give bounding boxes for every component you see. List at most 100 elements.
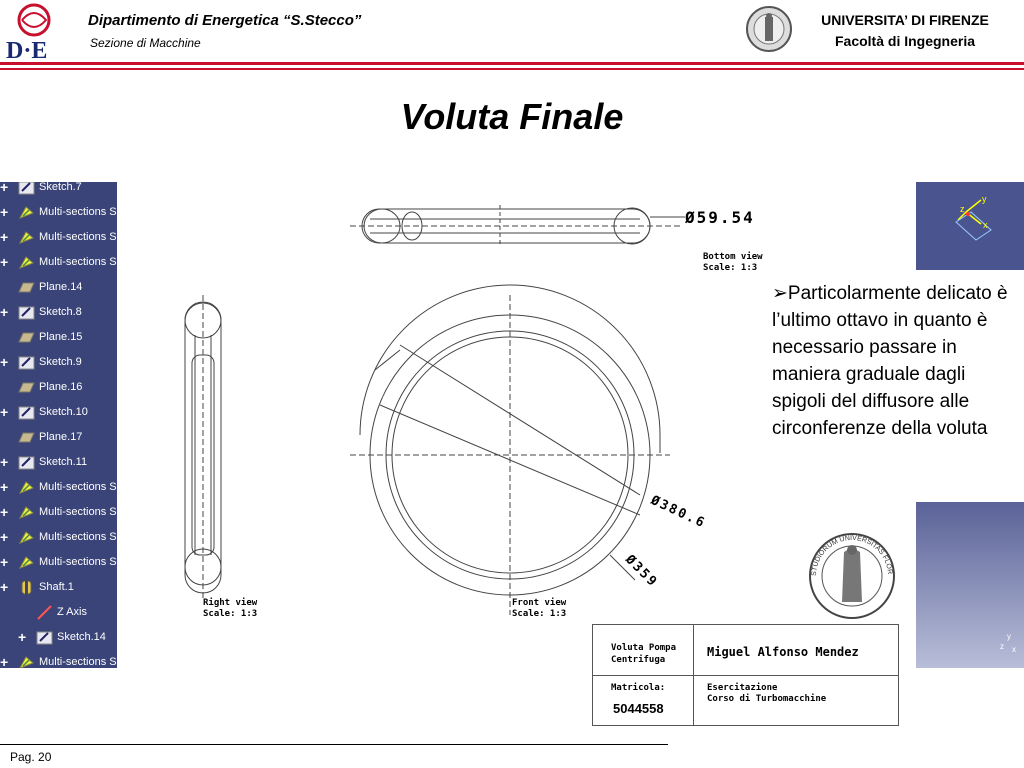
tree-item[interactable]: Plane.14 bbox=[0, 276, 117, 301]
multisection-icon bbox=[18, 204, 35, 221]
tree-item-label: Multi-sections S bbox=[39, 531, 117, 543]
tree-item[interactable]: + Multi-sections S bbox=[0, 226, 117, 251]
tree-item[interactable]: Z Axis bbox=[0, 601, 117, 626]
tree-item-label: Multi-sections S bbox=[39, 506, 117, 518]
expand-icon[interactable]: + bbox=[0, 654, 9, 668]
page-number: Pag. 20 bbox=[10, 750, 52, 764]
tree-item[interactable]: +Multi-sections S bbox=[0, 201, 117, 226]
tree-item[interactable]: + Multi-sections S bbox=[0, 476, 117, 501]
expand-icon[interactable]: + bbox=[0, 479, 9, 495]
expand-icon[interactable]: + bbox=[0, 504, 9, 520]
axis-x-label: x bbox=[983, 220, 988, 230]
tree-item[interactable]: + Sketch.9 bbox=[0, 351, 117, 376]
expand-icon[interactable]: + bbox=[0, 529, 9, 545]
expand-icon[interactable]: + bbox=[0, 204, 9, 220]
tree-item[interactable]: + Shaft.1 bbox=[0, 576, 117, 601]
tree-item[interactable]: + Multi-sections S bbox=[0, 651, 117, 668]
tree-item-label: Sketch.8 bbox=[39, 306, 82, 318]
tree-item[interactable]: Plane.16 bbox=[0, 376, 117, 401]
tree-item-label: Plane.17 bbox=[39, 431, 83, 443]
tree-item[interactable]: + Sketch.11 bbox=[0, 451, 117, 476]
expand-icon[interactable]: + bbox=[0, 182, 9, 195]
logo-text: D·E bbox=[6, 38, 48, 64]
right-view-scale: Scale: 1:3 bbox=[203, 609, 257, 619]
multisection-icon bbox=[18, 229, 35, 246]
expand-icon[interactable]: + bbox=[0, 454, 9, 470]
front-view-label: Front view bbox=[512, 597, 567, 608]
axis-icon bbox=[36, 604, 53, 621]
axis-z-label-bottom: z bbox=[1000, 642, 1004, 651]
tree-item-label: Sketch.9 bbox=[39, 356, 82, 368]
plane-icon bbox=[18, 429, 35, 446]
expand-icon[interactable]: + bbox=[0, 254, 9, 270]
tree-item[interactable]: + Multi-sections S bbox=[0, 551, 117, 576]
department-name: Dipartimento di Energetica “S.Stecco” bbox=[88, 12, 362, 29]
university-name: UNIVERSITA’ DI FIRENZE bbox=[821, 12, 989, 28]
bottom-view bbox=[350, 205, 685, 245]
sketch-icon bbox=[18, 404, 35, 421]
section-name: Sezione di Macchine bbox=[90, 36, 201, 50]
exercise-line-2: Corso di Turbomacchine bbox=[707, 694, 827, 704]
sketch-icon bbox=[36, 629, 53, 646]
tree-item[interactable]: + Multi-sections S bbox=[0, 526, 117, 551]
header-divider-thin bbox=[0, 68, 1024, 70]
title-block: Voluta Pompa Centrifuga Miguel Alfonso M… bbox=[592, 624, 899, 726]
bottom-view-scale: Scale: 1:3 bbox=[703, 263, 757, 273]
tree-item-label: Sketch.10 bbox=[39, 406, 88, 418]
multisection-icon bbox=[18, 529, 35, 546]
tree-item[interactable]: + Multi-sections S bbox=[0, 251, 117, 276]
tree-item[interactable]: + Multi-sections S bbox=[0, 501, 117, 526]
bullet-point: ➢Particolarmente delicato è l’ultimo ott… bbox=[772, 280, 1016, 442]
expand-icon[interactable]: + bbox=[0, 579, 9, 595]
tree-item-label: Multi-sections S bbox=[39, 656, 117, 668]
axis-z-label: z bbox=[960, 204, 965, 214]
right-view bbox=[184, 295, 222, 600]
footer-divider bbox=[0, 744, 668, 745]
part-name-1: Voluta Pompa bbox=[611, 643, 677, 653]
plane-icon bbox=[18, 329, 35, 346]
tree-item[interactable]: Plane.15 bbox=[0, 326, 117, 351]
tree-item-label: Sketch.11 bbox=[39, 456, 88, 468]
tree-item-label: Sketch.14 bbox=[57, 631, 106, 643]
university-seal-large-icon: STUDIORUM UNIVERSITAS FLORENTINA bbox=[803, 527, 898, 620]
expand-icon[interactable]: + bbox=[18, 629, 27, 645]
bottom-view-label: Bottom view bbox=[703, 251, 763, 262]
dim-359: Ø359 bbox=[621, 552, 660, 591]
part-name-2: Centrifuga bbox=[611, 655, 666, 665]
plane-icon bbox=[18, 379, 35, 396]
tree-item[interactable]: + Sketch.14 bbox=[0, 626, 117, 651]
tree-item-label: Multi-sections S bbox=[39, 556, 117, 568]
front-view-scale: Scale: 1:3 bbox=[512, 609, 566, 619]
tree-item-label: Multi-sections S bbox=[39, 481, 117, 493]
tree-item-label: Shaft.1 bbox=[39, 581, 74, 593]
tree-item-label: Multi-sections S bbox=[39, 231, 117, 243]
tree-item-label: Multi-sections S bbox=[39, 256, 117, 268]
tree-item-label: Plane.15 bbox=[39, 331, 83, 343]
header-divider bbox=[0, 62, 1024, 65]
slide-title: Voluta Finale bbox=[400, 96, 624, 137]
sketch-icon bbox=[18, 182, 35, 196]
axis-y-label: y bbox=[982, 194, 987, 204]
multisection-icon bbox=[18, 504, 35, 521]
viewport-bottom[interactable]: y z x bbox=[916, 502, 1024, 668]
expand-icon[interactable]: + bbox=[0, 304, 9, 320]
technical-drawing: Ø59.54 Bottom view Scale: 1:3 Right view… bbox=[184, 205, 763, 619]
specification-tree[interactable]: +Sketch.7+Multi-sections S+Multi-section… bbox=[0, 182, 117, 668]
sketch-icon bbox=[18, 304, 35, 321]
tree-item[interactable]: + Sketch.8 bbox=[0, 301, 117, 326]
tree-item[interactable]: + Sketch.10 bbox=[0, 401, 117, 426]
tree-item[interactable]: Plane.17 bbox=[0, 426, 117, 451]
viewport-top[interactable]: y z x bbox=[916, 182, 1024, 270]
tree-item[interactable]: +Sketch.7 bbox=[0, 182, 117, 201]
dim-59: Ø59.54 bbox=[684, 208, 755, 227]
expand-icon[interactable]: + bbox=[0, 229, 9, 245]
dim-380: Ø380.6 bbox=[647, 493, 708, 532]
tree-item-label: Plane.14 bbox=[39, 281, 83, 293]
expand-icon[interactable]: + bbox=[0, 354, 9, 370]
multisection-icon bbox=[18, 479, 35, 496]
axis-x-label-bottom: x bbox=[1012, 645, 1016, 654]
tree-item-label: Plane.16 bbox=[39, 381, 83, 393]
expand-icon[interactable]: + bbox=[0, 554, 9, 570]
expand-icon[interactable]: + bbox=[0, 404, 9, 420]
faculty-name: Facoltà di Ingegneria bbox=[834, 33, 976, 49]
